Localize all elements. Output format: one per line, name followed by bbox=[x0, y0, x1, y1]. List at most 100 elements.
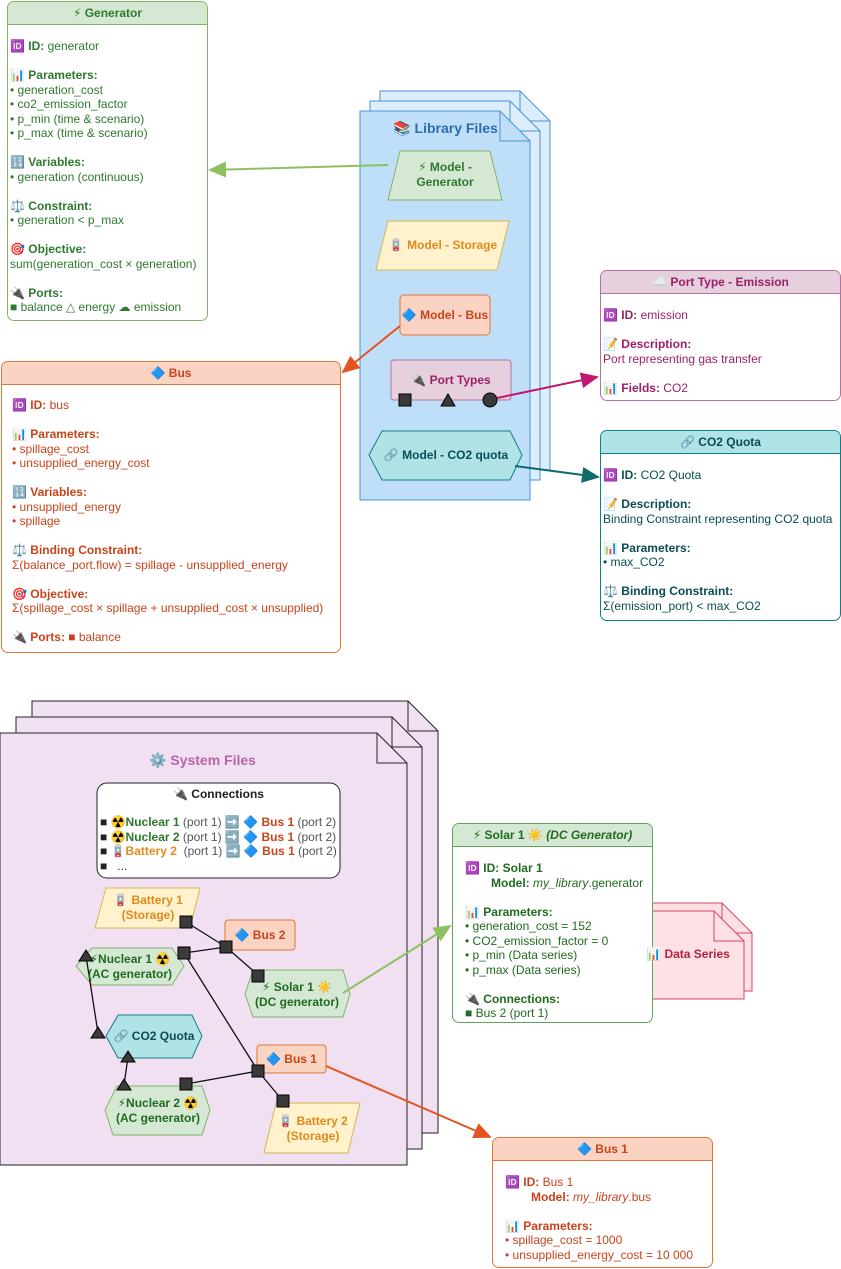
connections-title: 🔌 Connections bbox=[173, 787, 264, 801]
bus2-shape[interactable] bbox=[224, 919, 296, 951]
bus-card: 🔷 Bus 🆔 ID: bus 📊 Parameters: • spillage… bbox=[1, 361, 341, 653]
data-series-stack bbox=[631, 902, 753, 1000]
solar1-label[interactable]: ⚡ Solar 1 ☀️(DC generator) bbox=[254, 980, 339, 1009]
bus1-label[interactable]: 🔷 Bus 1 bbox=[266, 1052, 317, 1066]
connection-row: ■ 🪫Battery 2 (port 1) ➡️ 🔷 Bus 1 (port 2… bbox=[100, 844, 337, 858]
connection-more: ■ ... bbox=[100, 858, 128, 873]
solar1-model-suffix: .generator bbox=[588, 875, 644, 890]
nuclear1-shape[interactable] bbox=[75, 947, 185, 986]
bus1-arrow bbox=[325, 1065, 492, 1138]
solar1-shape[interactable] bbox=[244, 969, 351, 1018]
bus1-model-lib: my_library bbox=[573, 1189, 629, 1204]
port-type-card: ☁️ Port Type - Emission 🆔 ID: emission 📝… bbox=[600, 270, 841, 401]
port-type-arrow bbox=[496, 372, 599, 399]
generator-param: • p_max (time & scenario) bbox=[10, 126, 148, 140]
model-bus-shape[interactable] bbox=[399, 294, 491, 336]
generator-ports: ■ balance △ energy ☁ emission bbox=[10, 300, 182, 314]
bus2-label[interactable]: 🔷 Bus 2 bbox=[234, 928, 286, 942]
solar1-conn-label: 🔌 Connections: bbox=[465, 991, 560, 1006]
energy-port-triangle bbox=[440, 393, 456, 407]
generator-param: • co2_emission_factor bbox=[10, 97, 128, 111]
solar1-id: 🆔 ID: Solar 1 bbox=[465, 861, 543, 875]
co2-quota-card-title: 🔗 CO2 Quota bbox=[601, 431, 840, 454]
port-type-desc-label: 📝 Description: bbox=[603, 337, 692, 351]
bus-params-label: 📊 Parameters: bbox=[12, 427, 100, 441]
port-types-label[interactable]: 🔌 Port Types bbox=[411, 373, 491, 387]
bus1-card: 🔷 Bus 1 🆔 ID: Bus 1 Model: my_library.bu… bbox=[492, 1137, 713, 1268]
battery2-shape[interactable] bbox=[263, 1102, 361, 1154]
data-series-label[interactable]: 📊 Data Series bbox=[646, 947, 730, 961]
system-files-stack bbox=[0, 700, 439, 1166]
bus-var: • unsupplied_energy bbox=[12, 499, 121, 514]
port-type-id-value: emission bbox=[637, 308, 688, 322]
co2-id-label: 🆔 ID: bbox=[603, 468, 638, 482]
solar1-conn: ■ Bus 2 (port 1) bbox=[465, 1006, 549, 1020]
port-type-id-label: 🆔 ID: bbox=[603, 308, 638, 322]
generator-constraint-label: ⚖️ Constraint: bbox=[10, 198, 93, 213]
solar1-card: ⚡ Solar 1 ☀️ (DC Generator) 🆔 ID: Solar … bbox=[452, 823, 653, 1023]
generator-param: • p_min (time & scenario) bbox=[10, 111, 145, 126]
generator-id-label: 🆔 ID: bbox=[10, 39, 45, 53]
model-storage-label[interactable]: 🪫 Model - Storage bbox=[388, 238, 498, 252]
co2-quota-shape[interactable] bbox=[105, 1014, 203, 1059]
bus1-params-label: 📊 Parameters: bbox=[505, 1218, 593, 1233]
port-type-fields-value: CO2 bbox=[659, 380, 688, 395]
bus-var: • spillage bbox=[12, 514, 61, 528]
bus-id-value: bus bbox=[46, 398, 69, 412]
generator-card: ⚡ Generator 🆔 ID: generator 📊 Parameters… bbox=[7, 1, 208, 321]
bus1-id-label: 🆔 ID: bbox=[505, 1175, 540, 1189]
model-co2-label[interactable]: 🔗 Model - CO2 quota bbox=[383, 448, 509, 462]
co2-constraint: Σ(emission_port) < max_CO2 bbox=[603, 598, 761, 613]
connections-list: ■ ☢️Nuclear 1 (port 1) ➡️ 🔷 Bus 1 (port … bbox=[100, 815, 340, 873]
bus1-param: • spillage_cost = 1000 bbox=[505, 1233, 623, 1247]
solar1-params-label: 📊 Parameters: bbox=[465, 904, 553, 919]
bus-id-label: 🆔 ID: bbox=[12, 398, 47, 412]
generator-arrow bbox=[208, 161, 389, 178]
bus-objective-label: 🎯 Objective: bbox=[12, 586, 89, 601]
generator-params-label: 📊 Parameters: bbox=[10, 68, 98, 82]
bus-vars-label: 🔢 Variables: bbox=[12, 485, 87, 499]
port-type-desc: Port representing gas transfer bbox=[603, 351, 762, 366]
model-storage-shape[interactable] bbox=[375, 220, 510, 271]
nuclear1-label[interactable]: ⚡Nuclear 1 ☢️(AC generator) bbox=[87, 952, 172, 981]
co2-params-label: 📊 Parameters: bbox=[603, 540, 691, 555]
library-files-title: 📚 Library Files bbox=[393, 120, 498, 136]
model-bus-label[interactable]: 🔷 Model - Bus bbox=[401, 308, 489, 322]
battery2-label[interactable]: 🪫 Battery 2(Storage) bbox=[278, 1114, 348, 1143]
nuclear2-label[interactable]: ⚡Nuclear 2 ☢️(AC generator) bbox=[115, 1096, 200, 1125]
battery1-label[interactable]: 🪫 Battery 1(Storage) bbox=[113, 893, 183, 922]
bus-objective: Σ(spillage_cost × spillage + unsupplied_… bbox=[12, 601, 324, 615]
model-co2-shape[interactable] bbox=[368, 430, 523, 481]
bus-ports: ■ balance bbox=[64, 630, 121, 644]
emission-port-cloud bbox=[482, 392, 498, 408]
balance-port-square bbox=[398, 393, 412, 407]
system-ports bbox=[78, 915, 290, 1108]
co2-param: • max_CO2 bbox=[603, 555, 665, 569]
solar1-model-lib: my_library bbox=[533, 875, 589, 890]
co2-quota-label[interactable]: 🔗 CO2 Quota bbox=[113, 1029, 195, 1043]
connection-row: ■ ☢️Nuclear 1 (port 1) ➡️ 🔷 Bus 1 (port … bbox=[100, 815, 337, 829]
solar1-param: • p_min (Data series) bbox=[465, 948, 578, 962]
connection-row: ■ ☢️Nuclear 2 (port 1) ➡️ 🔷 Bus 1 (port … bbox=[100, 829, 337, 844]
model-generator-shape[interactable] bbox=[387, 150, 503, 201]
co2-id-value: CO2 Quota bbox=[637, 468, 702, 482]
generator-var: • generation (continuous) bbox=[10, 169, 144, 184]
connections-box bbox=[96, 782, 341, 879]
bus-ports-label: 🔌 Ports: bbox=[12, 630, 65, 644]
co2-desc: Binding Constraint representing CO2 quot… bbox=[603, 511, 833, 526]
nuclear2-shape[interactable] bbox=[104, 1085, 211, 1136]
bus1-id-value: Bus 1 bbox=[539, 1175, 574, 1189]
port-type-card-title: ☁️ Port Type - Emission bbox=[601, 271, 840, 294]
generator-vars-label: 🔢 Variables: bbox=[10, 155, 85, 169]
bus1-model-label: Model: bbox=[531, 1189, 570, 1204]
bus1-shape[interactable] bbox=[256, 1044, 327, 1074]
solar1-param: • CO2_emission_factor = 0 bbox=[465, 933, 609, 948]
co2-arrow bbox=[514, 465, 600, 483]
bus1-param: • unsupplied_energy_cost = 10 000 bbox=[505, 1247, 694, 1262]
bus-arrow bbox=[341, 325, 401, 374]
bus1-card-title: 🔷 Bus 1 bbox=[493, 1138, 712, 1161]
solar-arrow bbox=[342, 924, 452, 994]
bus-constraint-label: ⚖️ Binding Constraint: bbox=[12, 543, 143, 557]
model-generator-label[interactable]: ⚡ Model - Generator bbox=[416, 160, 474, 189]
